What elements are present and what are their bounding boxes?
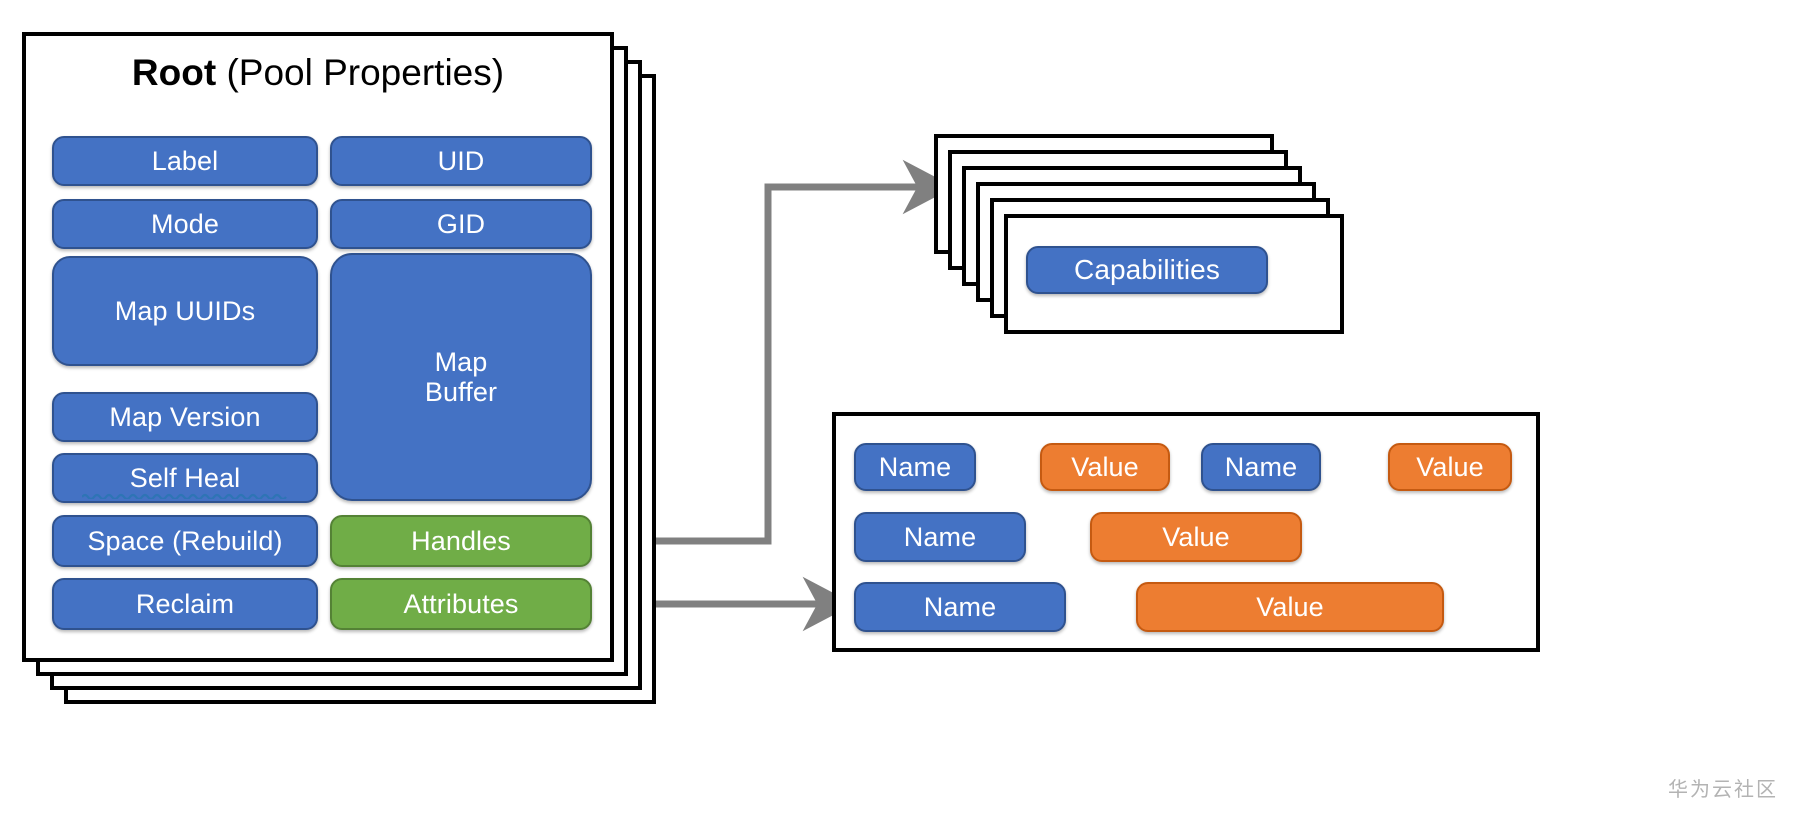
root-title-rest: (Pool Properties) (216, 52, 505, 93)
node-uid[interactable]: UID (330, 136, 592, 186)
node-map-uuids[interactable]: Map UUIDs (52, 256, 318, 366)
node-attr-value-1[interactable]: Value (1040, 443, 1170, 491)
node-mode[interactable]: Mode (52, 199, 318, 249)
node-attributes[interactable]: Attributes (330, 578, 592, 630)
node-space-rebuild[interactable]: Space (Rebuild) (52, 515, 318, 567)
node-reclaim[interactable]: Reclaim (52, 578, 318, 630)
node-map-buffer[interactable]: Map Buffer (330, 253, 592, 501)
node-label[interactable]: Label (52, 136, 318, 186)
node-capabilities[interactable]: Capabilities (1026, 246, 1268, 294)
node-handles[interactable]: Handles (330, 515, 592, 567)
node-attr-value-4[interactable]: Value (1136, 582, 1444, 632)
node-attr-name-4[interactable]: Name (854, 582, 1066, 632)
watermark: 华为云社区 (1668, 779, 1778, 801)
node-attr-name-1[interactable]: Name (854, 443, 976, 491)
node-gid[interactable]: GID (330, 199, 592, 249)
root-title-bold: Root (131, 52, 217, 93)
node-attr-name-2[interactable]: Name (1201, 443, 1321, 491)
node-attr-value-3[interactable]: Value (1090, 512, 1302, 562)
node-attr-value-2[interactable]: Value (1388, 443, 1512, 491)
node-self-heal[interactable]: Self Heal (52, 453, 318, 503)
node-attr-name-3[interactable]: Name (854, 512, 1026, 562)
root-title: Root (Pool Properties) (22, 52, 614, 94)
node-map-version[interactable]: Map Version (52, 392, 318, 442)
